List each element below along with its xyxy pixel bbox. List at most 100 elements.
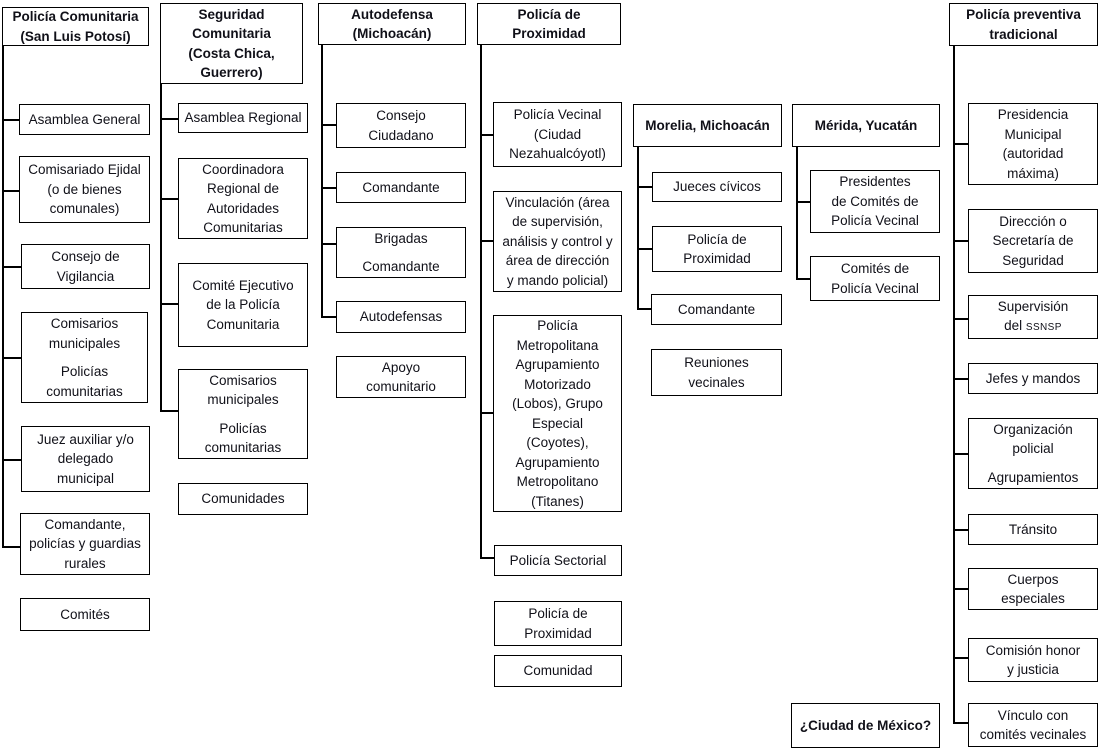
column-title: Autodefensa (Michoacán) bbox=[351, 6, 433, 42]
column-header-seguridad-comunitaria: Seguridad Comunitaria (Costa Chica, Guer… bbox=[160, 3, 303, 84]
connector bbox=[160, 198, 178, 200]
node-policia-metropolitana: Policía Metropolitana Agrupamiento Motor… bbox=[493, 315, 622, 512]
node-presidentes-comites: Presidentes de Comités de Policía Vecina… bbox=[810, 170, 940, 233]
connector bbox=[953, 722, 968, 724]
node-comites: Comités bbox=[20, 598, 150, 631]
column-header-policia-proximidad: Policía de Proximidad bbox=[477, 3, 621, 45]
node-label: Asamblea General bbox=[28, 111, 141, 127]
node-label: Agrupamientos bbox=[987, 469, 1079, 485]
node-label: Vínculo con comités vecinales bbox=[979, 707, 1087, 743]
node-ciudad-de-mexico: ¿Ciudad de México? bbox=[791, 703, 940, 748]
connector bbox=[796, 278, 810, 280]
node-presidencia-municipal: Presidencia Municipal (autoridad máxima) bbox=[968, 103, 1098, 185]
node-cuerpos-especiales: Cuerpos especiales bbox=[968, 568, 1098, 610]
node-label: Policía de Proximidad bbox=[524, 606, 592, 641]
connector bbox=[2, 357, 21, 359]
column-title: Seguridad Comunitaria (Costa Chica, Guer… bbox=[188, 6, 275, 81]
column-header-morelia: Morelia, Michoacán bbox=[633, 104, 782, 147]
connector bbox=[480, 134, 493, 136]
node-comision-honor-justicia: Comisión honor y justicia bbox=[968, 638, 1098, 682]
node-comunidades: Comunidades bbox=[178, 483, 308, 515]
node-label: Organización policial bbox=[993, 421, 1073, 457]
node-policia-vecinal: Policía Vecinal (Ciudad Nezahualcóyotl) bbox=[493, 102, 622, 167]
node-asamblea-regional: Asamblea Regional bbox=[178, 103, 308, 133]
connector-vline-col2 bbox=[160, 84, 162, 411]
connector bbox=[637, 186, 652, 188]
connector bbox=[480, 412, 493, 414]
connector-vline-col7 bbox=[953, 46, 955, 723]
node-label: Comisarios municipales bbox=[48, 316, 121, 351]
node-reuniones-vecinales: Reuniones vecinales bbox=[651, 349, 782, 396]
node-consejo-ciudadano: Consejo Ciudadano bbox=[336, 103, 466, 148]
column-title: Policía preventiva tradicional bbox=[966, 7, 1081, 42]
node-label: Comité Ejecutivo de la Policía Comunitar… bbox=[192, 277, 294, 332]
node-comandante-guardias-rurales: Comandante, policías y guardias rurales bbox=[20, 513, 150, 575]
node-label-text: Supervisión del bbox=[997, 298, 1069, 334]
connector bbox=[480, 557, 494, 559]
connector bbox=[953, 453, 968, 455]
connector bbox=[2, 190, 19, 192]
node-comites-policia-vecinal: Comités de Policía Vecinal bbox=[810, 256, 940, 301]
node-label: Cuerpos especiales bbox=[1001, 571, 1065, 607]
node-label: Comandante, policías y guardias rurales bbox=[29, 516, 141, 571]
connector bbox=[480, 240, 493, 242]
column-title: Policía de Proximidad bbox=[512, 6, 586, 42]
node-label: Vinculación (área de supervisión, anális… bbox=[502, 194, 613, 288]
node-label: Juez auxiliar y/o delegado municipal bbox=[37, 431, 134, 486]
node-label: Policía de Proximidad bbox=[683, 231, 751, 267]
column-header-merida: Mérida, Yucatán bbox=[792, 104, 940, 147]
connector bbox=[637, 308, 651, 310]
node-transito: Tránsito bbox=[968, 514, 1098, 545]
column-title: Morelia, Michoacán bbox=[645, 117, 770, 133]
connector bbox=[2, 266, 21, 268]
connector bbox=[321, 187, 336, 189]
connector-vline-col4 bbox=[480, 45, 482, 558]
connector bbox=[2, 459, 21, 461]
connector bbox=[637, 248, 652, 250]
node-vinculo-comites-vecinales: Vínculo con comités vecinales bbox=[968, 703, 1098, 747]
column-header-policia-comunitaria-slp: Policía Comunitaria (San Luis Potosí) bbox=[2, 7, 149, 46]
node-label: Reuniones vecinales bbox=[684, 355, 749, 390]
node-label: Coordinadora Regional de Autoridades Com… bbox=[202, 161, 284, 236]
node-label: Dirección o Secretaría de Seguridad bbox=[992, 213, 1074, 268]
node-label: ¿Ciudad de México? bbox=[799, 717, 932, 733]
node-label: Comisariado Ejidal (o de bienes comunale… bbox=[28, 162, 141, 217]
node-label: Tránsito bbox=[1008, 521, 1058, 537]
connector bbox=[953, 240, 968, 242]
connector-vline-col6 bbox=[796, 147, 798, 279]
node-label: Autodefensas bbox=[359, 309, 443, 325]
connector bbox=[953, 588, 968, 590]
connector bbox=[953, 529, 968, 531]
node-comunidad: Comunidad bbox=[494, 655, 622, 687]
connector bbox=[953, 378, 968, 380]
node-label: Jefes y mandos bbox=[985, 370, 1081, 386]
node-label: Policía Vecinal (Ciudad Nezahualcóyotl) bbox=[509, 107, 606, 162]
node-jueces-civicos: Jueces cívicos bbox=[652, 172, 782, 202]
connector bbox=[953, 318, 968, 320]
connector bbox=[321, 124, 336, 126]
node-policia-proximidad-morelia: Policía de Proximidad bbox=[652, 226, 782, 272]
node-asamblea-general: Asamblea General bbox=[19, 104, 150, 135]
node-label: Presidencia Municipal (autoridad máxima) bbox=[997, 107, 1069, 181]
connector bbox=[953, 657, 968, 659]
node-label: Presidentes de Comités de Policía Vecina… bbox=[831, 174, 919, 229]
connector bbox=[160, 303, 178, 305]
node-label: Policías comunitarias bbox=[204, 420, 282, 456]
connector-vline-col3 bbox=[321, 45, 323, 318]
node-label: Supervisión del SSNSP bbox=[998, 297, 1069, 338]
node-label: Comisarios municipales bbox=[207, 372, 279, 408]
connector bbox=[321, 243, 336, 245]
node-label: Policía Metropolitana Agrupamiento Motor… bbox=[512, 318, 603, 509]
connector bbox=[160, 118, 178, 120]
node-label: Comités bbox=[60, 606, 110, 622]
connector bbox=[321, 316, 336, 318]
node-label: Brigadas bbox=[374, 230, 428, 246]
node-label: Comités de Policía Vecinal bbox=[831, 261, 919, 296]
node-jefes-y-mandos: Jefes y mandos bbox=[968, 363, 1098, 394]
node-label: Consejo Ciudadano bbox=[368, 108, 434, 143]
connector-vline-col5 bbox=[637, 147, 639, 309]
